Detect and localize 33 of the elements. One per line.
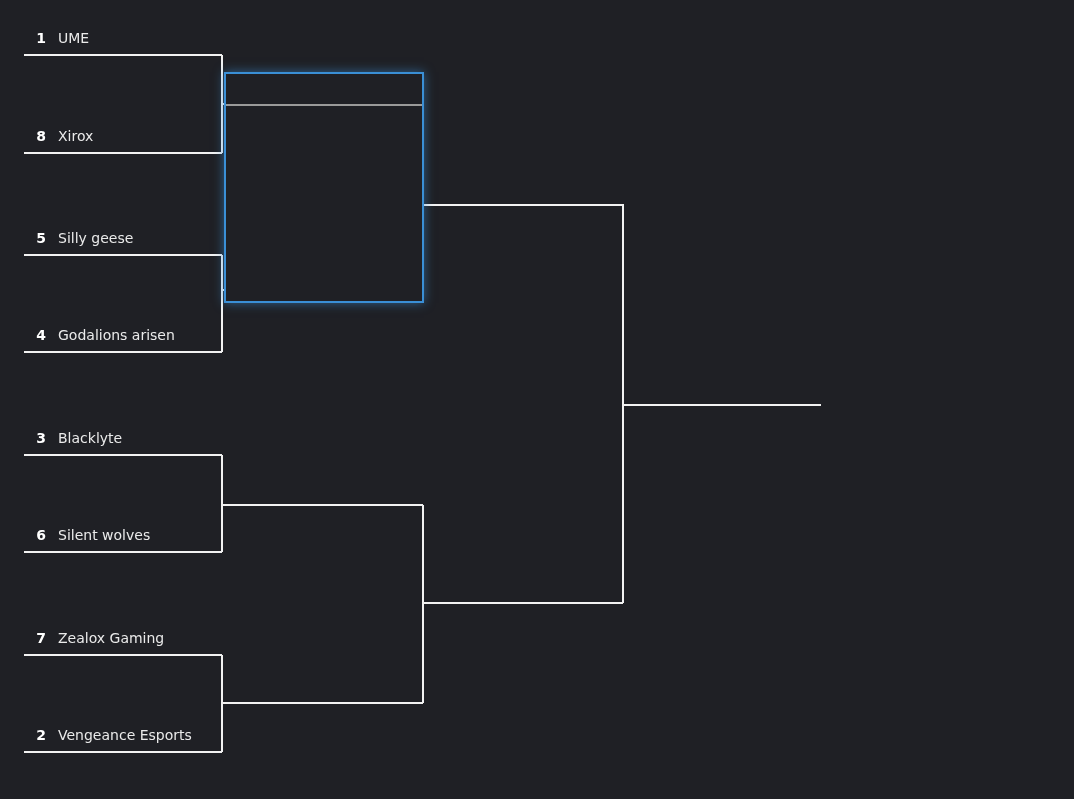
bracket-connector	[422, 602, 424, 704]
team-name: Blacklyte	[58, 430, 123, 446]
seed-number: 4	[35, 327, 46, 343]
bracket-connector	[221, 454, 223, 506]
bracket-connector	[422, 504, 424, 604]
bracket-slot-line	[222, 504, 423, 506]
bracket-connector	[221, 504, 223, 553]
team-name: Godalions arisen	[58, 327, 175, 343]
bracket-slot-line	[222, 702, 423, 704]
bracket-connector	[221, 289, 225, 353]
bracket-connector	[622, 404, 624, 604]
seed-number: 5	[35, 230, 46, 246]
bracket-connector	[423, 204, 624, 406]
bracket-connector	[221, 54, 225, 105]
seed-number: 7	[35, 630, 46, 646]
bracket-connector	[221, 702, 223, 753]
team-name: UME	[58, 30, 90, 46]
seed-number: 8	[35, 128, 46, 144]
bracket-connector	[221, 103, 225, 154]
team-name: Zealox Gaming	[58, 630, 165, 646]
bracket-slot-line	[623, 404, 821, 406]
seed-number: 3	[35, 430, 46, 446]
team-name: Silly geese	[58, 230, 134, 246]
bracket-slot-line	[423, 602, 623, 604]
team-name: Silent wolves	[58, 527, 151, 543]
bracket-connector	[221, 254, 225, 291]
seed-number: 2	[35, 727, 46, 743]
seed-number: 1	[35, 30, 46, 46]
team-name: Vengeance Esports	[58, 727, 192, 743]
bracket-connector	[221, 654, 223, 704]
team-name: Xirox	[58, 128, 94, 144]
seed-number: 6	[35, 527, 46, 543]
highlighted-match-box	[224, 72, 424, 303]
